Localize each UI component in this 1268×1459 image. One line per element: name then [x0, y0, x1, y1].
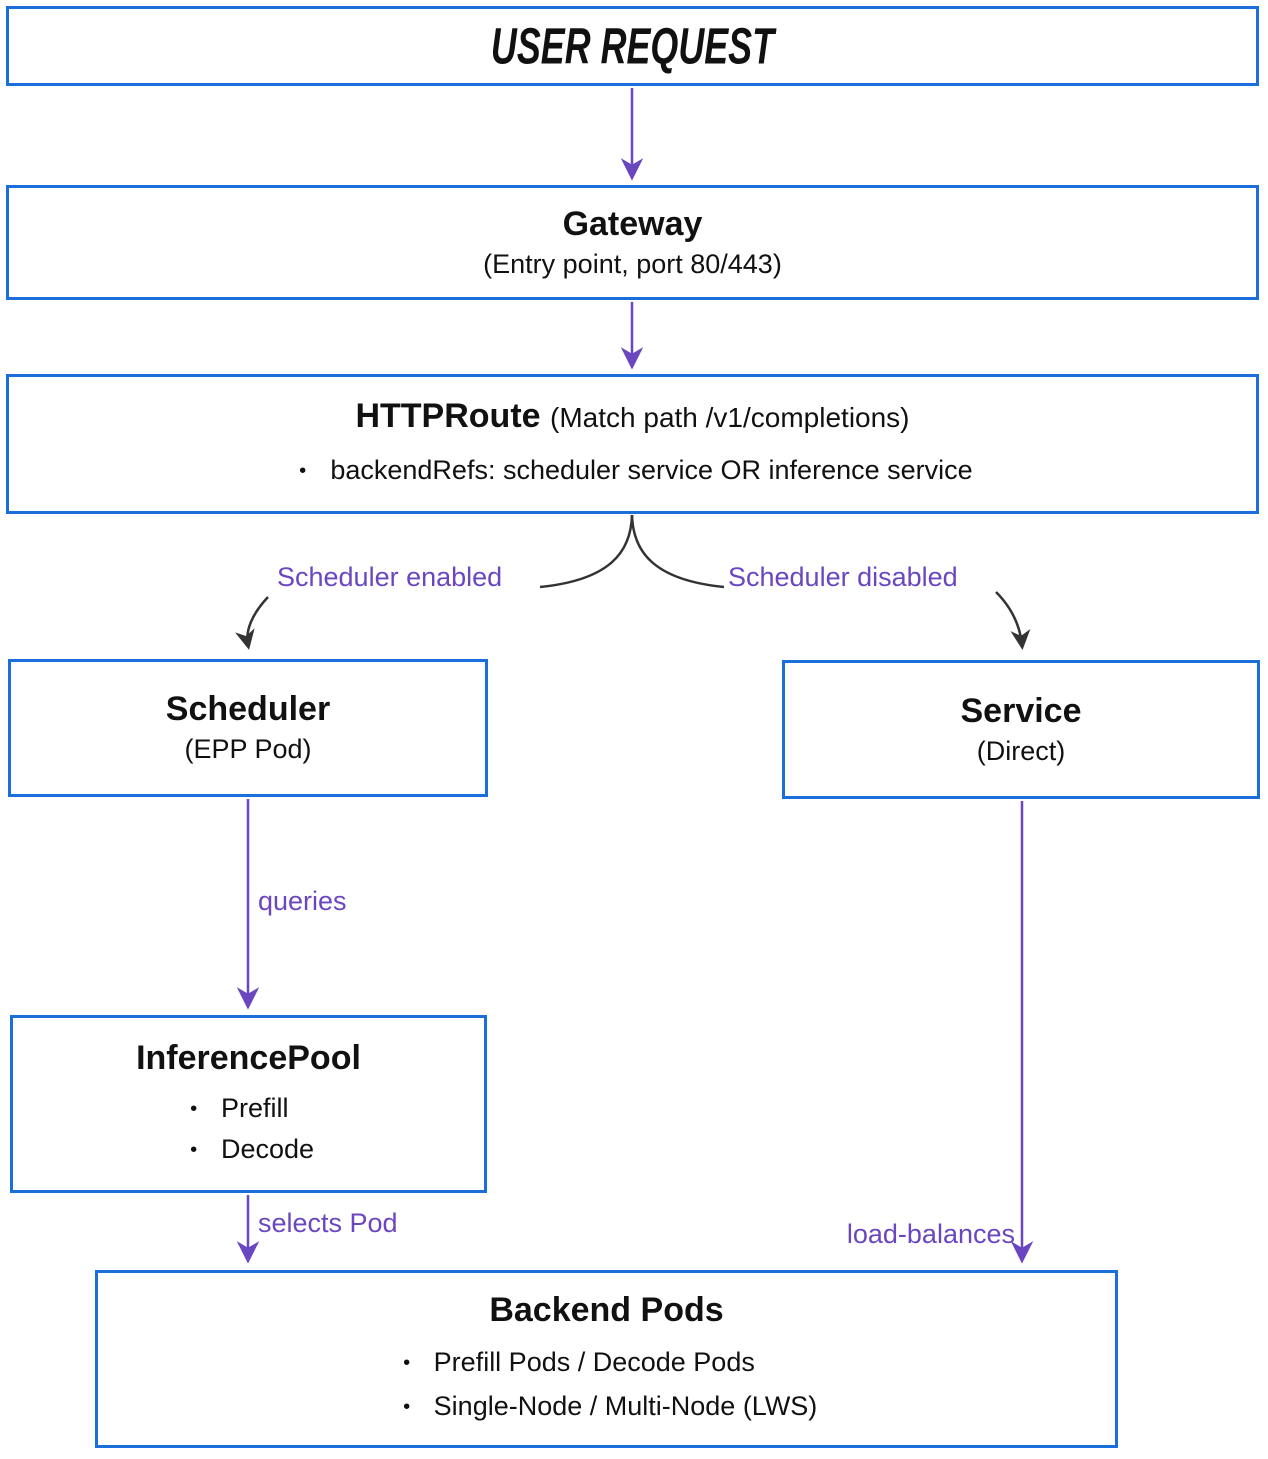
arrow-disabled-to-service	[995, 591, 1031, 650]
edge-label-scheduler-enabled: Scheduler enabled	[277, 562, 503, 592]
branch-curve-left	[539, 514, 634, 589]
node-subtitle: (Entry point, port 80/443)	[483, 248, 782, 279]
node-httproute: HTTPRoute (Match path /v1/completions) b…	[6, 374, 1259, 514]
bullet-item: Prefill Pods / Decode Pods	[396, 1340, 818, 1384]
arrow-enabled-to-scheduler	[235, 596, 269, 650]
node-backend-pods: Backend Pods Prefill Pods / Decode Pods …	[95, 1270, 1118, 1448]
bullet-item: Single-Node / Multi-Node (LWS)	[396, 1384, 818, 1428]
bullet-item: Decode	[183, 1129, 314, 1170]
node-title: HTTPRoute	[355, 397, 541, 435]
edge-label-selects-pod: selects Pod	[258, 1208, 398, 1238]
branch-curve-right	[630, 514, 725, 589]
edge-label-load-balances: load-balances	[846, 1219, 1015, 1249]
node-title-note: (Match path /v1/completions)	[550, 402, 910, 433]
bullet-item: backendRefs: scheduler service OR infere…	[292, 448, 972, 492]
node-title-line: HTTPRoute (Match path /v1/completions)	[355, 396, 909, 438]
node-gateway: Gateway (Entry point, port 80/443)	[6, 185, 1259, 300]
node-service: Service (Direct)	[782, 660, 1260, 799]
node-title: Scheduler	[165, 690, 331, 728]
node-subtitle: (Direct)	[976, 735, 1066, 766]
node-title: Gateway	[562, 204, 703, 243]
node-bullet-list: Prefill Pods / Decode Pods Single-Node /…	[396, 1340, 818, 1428]
node-scheduler: Scheduler (EPP Pod)	[8, 659, 488, 797]
bullet-item: Prefill	[183, 1088, 314, 1129]
node-user-request: USER REQUEST	[6, 6, 1259, 86]
edge-label-scheduler-disabled: Scheduler disabled	[728, 562, 958, 592]
node-subtitle: (EPP Pod)	[184, 734, 312, 764]
node-title: InferencePool	[136, 1039, 361, 1077]
node-inference-pool: InferencePool Prefill Decode	[10, 1015, 487, 1193]
node-bullet-list: backendRefs: scheduler service OR infere…	[292, 448, 972, 492]
node-title: Backend Pods	[489, 1291, 724, 1329]
node-bullet-list: Prefill Decode	[183, 1088, 314, 1170]
edge-label-queries: queries	[258, 886, 347, 916]
node-title: USER REQUEST	[490, 17, 775, 75]
node-title: Service	[960, 691, 1082, 730]
